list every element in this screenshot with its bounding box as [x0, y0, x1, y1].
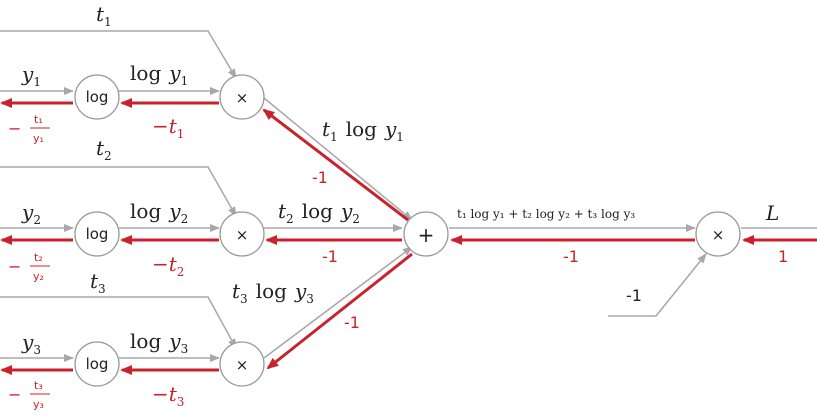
label-y2: y2: [21, 200, 41, 227]
svg-text:log: log: [86, 225, 109, 243]
edge-t3-in: [0, 296, 237, 349]
svg-text:+: +: [418, 223, 435, 247]
svg-text:−: −: [8, 385, 21, 404]
label-t1: t1: [96, 2, 112, 29]
grad-label-frac-2: − t₂ y₂: [8, 251, 50, 283]
svg-text:t₁: t₁: [34, 113, 43, 126]
grad-add-to-mul1: [262, 108, 409, 222]
svg-text:y₂: y₂: [33, 270, 44, 283]
node-mul1: ×: [219, 74, 265, 120]
edge-mul1-add: [263, 97, 413, 221]
grad-label-minus-one-2: -1: [322, 247, 338, 266]
svg-text:×: ×: [236, 89, 249, 107]
svg-text:log: log: [86, 88, 109, 106]
label-sum: t₁ log y₁ + t₂ log y₂ + t₃ log y₃: [457, 207, 635, 221]
svg-text:×: ×: [712, 226, 725, 244]
grad-label-minus-one-1: -1: [312, 168, 328, 187]
grad-label-frac-3: − t₃ y₃: [8, 379, 50, 411]
label-y3: y3: [21, 330, 41, 357]
label-t3: t3: [90, 269, 106, 296]
svg-text:y₁: y₁: [33, 132, 44, 145]
grad-label-neg-t2: −t2: [152, 252, 184, 279]
label-t2: t2: [96, 136, 112, 163]
label-const: -1: [626, 286, 642, 305]
svg-text:×: ×: [236, 226, 249, 244]
node-mul3: ×: [219, 341, 265, 387]
grad-label-frac-1: − t₁ y₁: [8, 113, 50, 145]
svg-text:t₂: t₂: [34, 251, 43, 264]
grad-add-to-mul3: [266, 252, 413, 370]
grad-label-minus-one-main: -1: [563, 247, 579, 266]
grad-label-minus-one-3: -1: [344, 313, 360, 332]
label-y1: y1: [21, 62, 41, 89]
node-mul2: ×: [219, 211, 265, 257]
svg-text:−: −: [8, 257, 21, 276]
node-mul-final: ×: [695, 211, 741, 257]
grad-label-neg-t3: −t3: [152, 382, 184, 409]
svg-text:×: ×: [236, 356, 249, 374]
edge-t2-in: [0, 166, 237, 217]
edge-const-mulfinal: [608, 253, 707, 317]
grad-label-one: 1: [778, 247, 788, 266]
node-log1: log: [74, 74, 120, 120]
edge-t1-in: [0, 30, 237, 79]
svg-text:log: log: [86, 355, 109, 373]
svg-text:t₃: t₃: [34, 379, 43, 392]
label-output: L: [765, 201, 779, 225]
svg-text:y₃: y₃: [33, 398, 44, 411]
edge-mul3-add: [263, 246, 413, 359]
svg-text:−: −: [8, 119, 21, 138]
node-add: +: [403, 211, 449, 257]
grad-label-neg-t1: −t1: [152, 114, 184, 141]
node-log3: log: [74, 341, 120, 387]
node-log2: log: [74, 211, 120, 257]
